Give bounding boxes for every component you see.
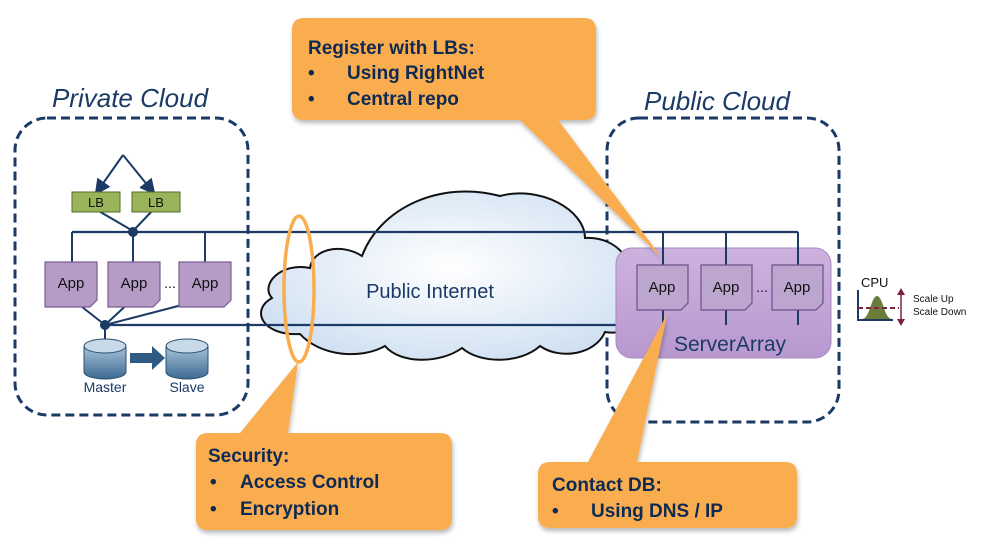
svg-text:LB: LB [148,195,164,210]
svg-text:App: App [784,279,811,296]
scale-up-label: Scale Up [913,294,954,305]
replication-arrow-icon [130,346,165,370]
callout-contact-db-bullet-1: • [552,501,559,522]
callout-register-item-1: Using RightNet [347,63,485,84]
private-cloud-boundary [13,116,250,417]
load-balancer-1: LB [71,191,121,213]
slave-db-label: Slave [169,379,204,395]
master-db-label: Master [84,379,127,395]
lb-hub-node [128,227,138,237]
callout-register-bullet-2: • [308,89,315,110]
callout-register-bullet-1: • [308,63,315,84]
callout-security-item-2: Encryption [240,499,339,520]
db-hub-node [100,320,110,330]
callout-security-bullet-2: • [210,499,217,520]
public-app-2: App [700,264,753,311]
cpu-scaling-icon: CPU [857,275,905,326]
public-cloud-title: Public Cloud [644,86,792,116]
callout-register [292,18,662,258]
callout-security-title: Security: [208,446,289,467]
load-balancer-2: LB [131,191,181,213]
security-highlight-ellipse [282,214,316,364]
svg-text:App: App [713,279,740,296]
private-app-2: App [107,261,161,308]
callout-contact-db-title: Contact DB: [552,475,662,496]
callout-contact-db [538,314,797,528]
private-apps-ellipsis: ... [164,275,176,291]
internet-label: Public Internet [366,281,494,303]
callout-contact-db-item-1: Using DNS / IP [591,501,723,522]
master-db-icon [83,338,127,380]
svg-text:App: App [192,275,219,292]
callout-register-title: Register with LBs: [308,38,475,59]
cpu-label: CPU [861,275,888,290]
public-apps-ellipsis: ... [756,279,768,295]
svg-text:App: App [649,279,676,296]
public-connectors [662,232,799,325]
svg-text:App: App [58,275,85,292]
private-app-1: App [44,261,98,308]
internet-cloud-icon [260,190,640,361]
callout-security-item-1: Access Control [240,472,379,493]
public-app-3: App [771,264,824,311]
private-connectors [71,154,206,345]
scale-down-label: Scale Down [913,307,966,318]
public-app-1: App [636,264,689,311]
svg-text:App: App [121,275,148,292]
private-app-3: App [178,261,232,308]
callout-security-bullet-1: • [210,472,217,493]
callout-security [196,362,452,530]
slave-db-icon [165,338,209,380]
svg-text:LB: LB [88,195,104,210]
server-array-label: ServerArray [674,333,787,356]
callout-register-item-2: Central repo [347,89,459,110]
private-cloud-title: Private Cloud [52,83,210,113]
